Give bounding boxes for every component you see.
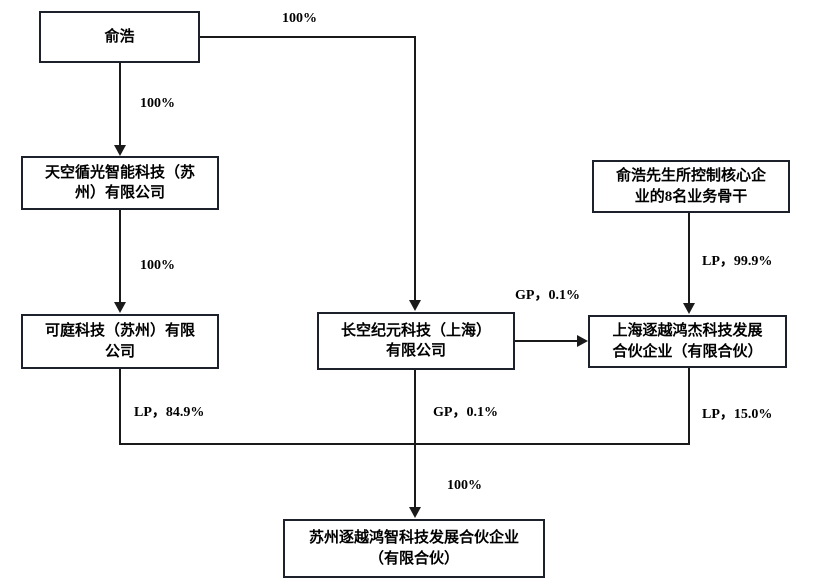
arrowhead-down-icon [683, 303, 695, 314]
arrowhead-down-icon [409, 507, 421, 518]
node-changkong-jiyuan: 长空纪元科技（上海） 有限公司 [317, 312, 515, 370]
node-suzhou-label-line2: （有限合伙） [368, 550, 459, 567]
node-core-staff-label-line2: 业的8名业务骨干 [634, 188, 748, 205]
edge-keting-bus-line [119, 369, 121, 445]
edge-label-changkong-suzhou: GP，0.1% [432, 401, 499, 421]
edge-staff-shanghai-line [688, 213, 690, 304]
node-shanghai-zhuyue-hongjie: 上海逐越鸿杰科技发展 合伙企业（有限合伙） [588, 315, 787, 368]
node-changkong-label-line2: 有限公司 [385, 343, 446, 359]
edge-yuhao-tiankong-line [119, 63, 121, 148]
edge-label-joint-suzhou: 100% [446, 478, 483, 494]
edge-tiankong-keting-line [119, 210, 121, 303]
edge-shanghai-bus-line [688, 368, 690, 445]
node-changkong-label-line1: 长空纪元科技（上海） [340, 322, 491, 339]
edge-label-yuhao-changkong: 100% [281, 11, 318, 27]
node-suzhou-label-line1: 苏州逐越鸿智科技发展合伙企业 [308, 530, 519, 547]
arrowhead-right-icon [577, 335, 588, 347]
node-yuhao-label: 俞浩 [104, 28, 135, 45]
edge-bus-line [119, 443, 690, 445]
node-tiankong-label-line1: 天空循光智能科技（苏 [44, 164, 195, 181]
node-core-staff-label-line1: 俞浩先生所控制核心企 [615, 168, 766, 185]
edge-yuhao-changkong-vline [414, 36, 416, 301]
node-shanghai-label-line1: 上海逐越鸿杰科技发展 [612, 323, 763, 340]
node-shanghai-label-line2: 合伙企业（有限合伙） [612, 343, 763, 360]
node-keting-label-line1: 可庭科技（苏州）有限 [44, 323, 195, 340]
edge-label-keting-suzhou: LP，84.9% [133, 401, 206, 421]
edge-label-changkong-shanghai: GP，0.1% [514, 284, 581, 304]
edge-label-yuhao-tiankong: 100% [139, 96, 176, 112]
edge-changkong-suzhou-line [414, 370, 416, 508]
node-core-staff: 俞浩先生所控制核心企 业的8名业务骨干 [592, 160, 790, 213]
node-keting-label-line2: 公司 [104, 343, 135, 360]
node-tiankong-xunguang: 天空循光智能科技（苏 州）有限公司 [21, 156, 219, 210]
node-keting-keji: 可庭科技（苏州）有限 公司 [21, 314, 219, 369]
arrowhead-down-icon [114, 302, 126, 313]
arrowhead-down-icon [114, 145, 126, 156]
edge-label-tiankong-keting: 100% [139, 258, 176, 274]
node-suzhou-zhuyue-hongzhi: 苏州逐越鸿智科技发展合伙企业 （有限合伙） [283, 519, 545, 578]
node-yuhao: 俞浩 [39, 11, 200, 63]
edge-changkong-shanghai-line [515, 340, 579, 342]
node-tiankong-label-line2: 州）有限公司 [74, 185, 165, 201]
edge-label-staff-shanghai: LP，99.9% [701, 250, 774, 270]
edge-yuhao-changkong-hline [200, 36, 416, 38]
arrowhead-down-icon [409, 300, 421, 311]
edge-label-shanghai-suzhou: LP，15.0% [701, 403, 774, 423]
